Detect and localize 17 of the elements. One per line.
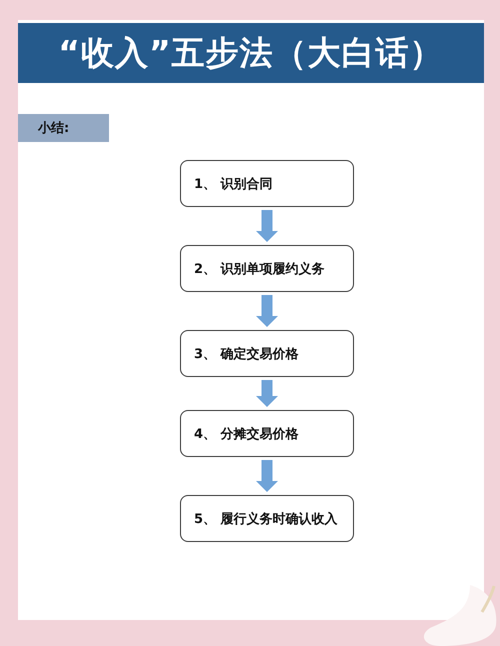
process-box: [180, 495, 354, 542]
step-text: 1、 识别合同: [194, 176, 273, 192]
process-box: [180, 245, 354, 292]
arrow: [256, 210, 278, 242]
step-text: 2、 识别单项履约义务: [194, 260, 325, 278]
title-text: “收入”五步法（大白话）: [58, 32, 444, 74]
step-text: 3、 确定交易价格: [194, 346, 299, 362]
process-box: [180, 410, 354, 457]
arrow: [256, 460, 278, 492]
arrow: [256, 380, 278, 407]
step-text: 4、 分摊交易价格: [194, 426, 299, 442]
process-box: [180, 160, 354, 207]
label-band: [18, 114, 109, 142]
process-box: [180, 330, 354, 377]
step-text: 5、 履行义务时确认收入: [194, 510, 338, 528]
arrow: [256, 295, 278, 327]
section-heading: 小结:: [38, 120, 70, 137]
